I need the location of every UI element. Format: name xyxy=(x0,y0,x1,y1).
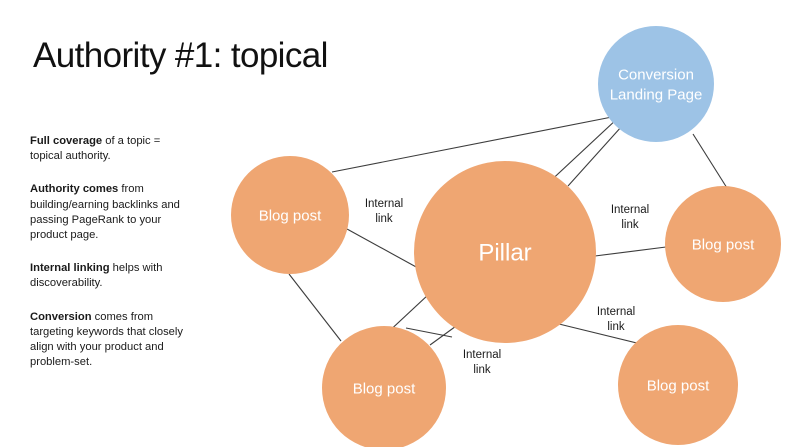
node-circle-blog-post-bottom-right[interactable] xyxy=(618,325,738,445)
link-label-line2: link xyxy=(607,321,625,333)
node-label-blog-post-bottom-right: Blog post xyxy=(647,377,710,394)
edge-pillar-to-conversion xyxy=(567,125,623,187)
link-label-bottom-center: Internal link xyxy=(463,349,501,376)
node-label-line1: Blog post xyxy=(353,380,416,397)
link-label-bottom-right: Internal link xyxy=(597,306,635,333)
note-lead: Authority comes xyxy=(30,183,119,196)
node-pillar[interactable]: Pillar xyxy=(414,161,596,343)
link-label-line2: link xyxy=(621,219,639,231)
note-item: Conversion comes from targeting keywords… xyxy=(30,310,190,371)
note-item: Full coverage of a topic = topical autho… xyxy=(30,134,190,164)
link-label-left: Internal link xyxy=(365,198,403,225)
note-rest: helps with discoverability. xyxy=(30,262,163,290)
note-lead: Conversion xyxy=(30,310,92,323)
note-rest: from building/earning backlinks and pass… xyxy=(30,183,180,242)
node-blog-post-left[interactable]: Blog post xyxy=(231,156,349,274)
node-label-blog-post-right: Blog post xyxy=(692,236,755,253)
node-label-line1: Blog post xyxy=(259,207,322,224)
page-title: Authority #1: topical xyxy=(33,36,328,75)
node-circle-blog-post-left[interactable] xyxy=(231,156,349,274)
notes-column: Full coverage of a topic = topical autho… xyxy=(30,134,190,370)
node-circle-blog-post-right[interactable] xyxy=(665,186,781,302)
node-blog-post-right[interactable]: Blog post xyxy=(665,186,781,302)
link-label-line2: link xyxy=(473,364,491,376)
node-label-pillar: Pillar xyxy=(478,240,531,267)
note-item: Internal linking helps with discoverabil… xyxy=(30,261,190,291)
note-rest: comes from targeting keywords that close… xyxy=(30,310,183,369)
node-circle-conversion-landing-page[interactable] xyxy=(598,26,714,142)
note-item: Authority comes from building/earning ba… xyxy=(30,182,190,243)
note-lead: Full coverage xyxy=(30,135,103,147)
link-label-line1: Internal xyxy=(597,306,635,318)
node-label-blog-post-bottom-left: Blog post xyxy=(353,380,416,397)
node-label-blog-post-left: Blog post xyxy=(259,207,322,224)
edge-blog-left-to-conversion xyxy=(331,116,613,173)
edge-conversion-to-blog-right xyxy=(692,133,728,189)
link-label-line1: Internal xyxy=(365,198,403,210)
link-label-line1: Internal xyxy=(611,204,649,216)
edge-pillar-to-blog-bottom-left xyxy=(405,327,453,338)
link-label-line2: link xyxy=(375,213,393,225)
edge-pillar-to-blog-right xyxy=(594,246,667,257)
edge-blog-left-to-blog-bottom-left xyxy=(288,273,342,342)
node-label-line1: Conversion xyxy=(618,66,694,83)
link-label-line1: Internal xyxy=(463,349,501,361)
node-label-line1: Blog post xyxy=(647,377,710,394)
node-label-line1: Blog post xyxy=(692,236,755,253)
node-circle-blog-post-bottom-left[interactable] xyxy=(322,326,446,447)
node-blog-post-bottom-right[interactable]: Blog post xyxy=(618,325,738,445)
node-circle-pillar[interactable] xyxy=(414,161,596,343)
link-label-right: Internal link xyxy=(611,204,649,231)
node-label-line1: Pillar xyxy=(478,240,531,267)
node-label-line2: Landing Page xyxy=(610,87,703,104)
node-blog-post-bottom-left[interactable]: Blog post xyxy=(322,326,446,447)
edge-blog-left-to-pillar xyxy=(346,228,419,269)
note-rest: of a topic = topical authority. xyxy=(30,135,161,163)
edge-pillar-to-blog-bottom-right xyxy=(558,323,638,344)
note-lead: Internal linking xyxy=(30,262,110,275)
